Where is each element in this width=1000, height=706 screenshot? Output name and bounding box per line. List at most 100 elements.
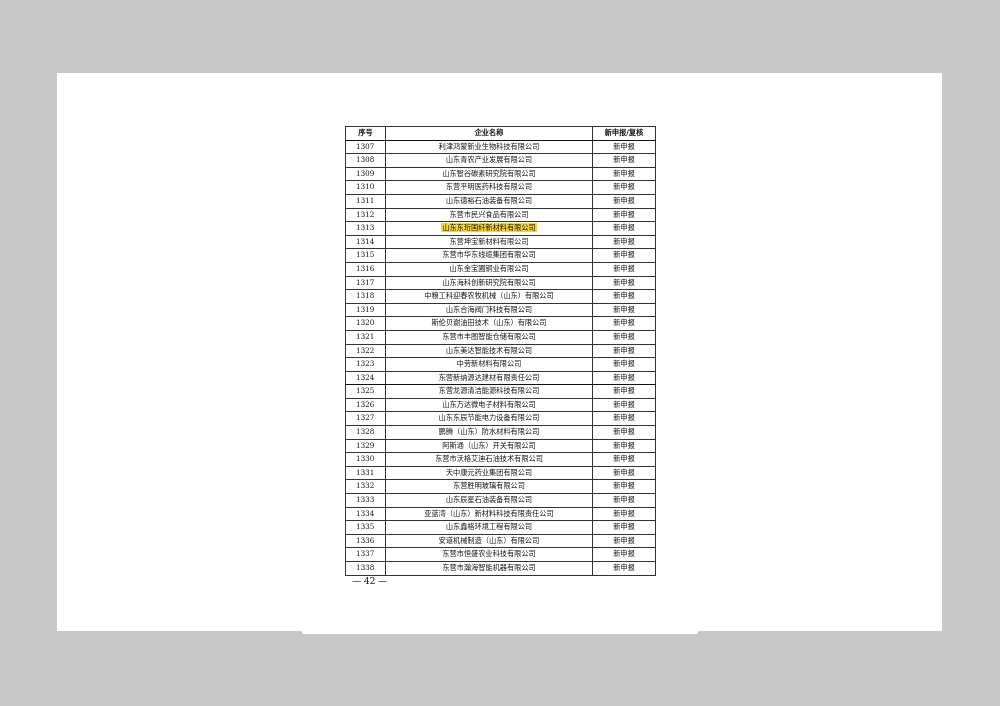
row-application-type: 新申报 — [592, 289, 656, 304]
row-company-name: 中劳新材料有限公司 — [385, 357, 593, 372]
row-application-type: 新申报 — [592, 302, 656, 318]
row-company-name: 东营市沃格艾迪石油技术有限公司 — [385, 452, 593, 467]
table-header-row: 序号 企业名称 新申报/复核 — [345, 126, 656, 141]
row-application-type: 新申报 — [592, 139, 656, 155]
row-company-name: 斯伦贝谢油田技术（山东）有限公司 — [385, 316, 593, 331]
row-serial-number: 1326 — [345, 397, 386, 413]
page-number: — 42 — — [352, 577, 388, 587]
row-company-name: 山东万达微电子材料有限公司 — [385, 397, 593, 413]
row-application-type: 新申报 — [592, 329, 656, 345]
row-application-type: 新申报 — [592, 425, 656, 440]
row-serial-number: 1334 — [345, 506, 386, 522]
row-company-name: 安道机械制造（山东）有限公司 — [385, 533, 593, 549]
row-serial-number: 1338 — [345, 561, 386, 576]
row-application-type: 新申报 — [592, 384, 656, 399]
row-application-type: 新申报 — [592, 316, 656, 331]
row-serial-number: 1312 — [345, 207, 386, 223]
row-serial-number: 1327 — [345, 411, 386, 427]
row-application-type: 新申报 — [592, 397, 656, 413]
row-application-type: 新申报 — [592, 506, 656, 522]
row-serial-number: 1309 — [345, 166, 386, 182]
row-company-name: 山东鑫格环境工程有限公司 — [385, 520, 593, 535]
row-application-type: 新申报 — [592, 493, 656, 508]
row-application-type: 新申报 — [592, 343, 656, 359]
row-application-type: 新申报 — [592, 520, 656, 535]
row-serial-number: 1336 — [345, 533, 386, 549]
row-company-name: 山东东辰节能电力设备有限公司 — [385, 411, 593, 427]
row-serial-number: 1315 — [345, 248, 386, 263]
row-company-name: 山东青农产业发展有限公司 — [385, 153, 593, 168]
row-serial-number: 1330 — [345, 452, 386, 467]
row-serial-number: 1329 — [345, 438, 386, 454]
row-application-type: 新申报 — [592, 438, 656, 454]
row-company-name: 山东德裕石油装备有限公司 — [385, 193, 593, 209]
header-serial-number: 序号 — [345, 126, 386, 141]
row-company-name: 东营新纳源达建材有限责任公司 — [385, 370, 593, 386]
row-company-name: 山东辰星石油装备有限公司 — [385, 493, 593, 508]
highlighted-company-name: 山东东珩国纤新材料有限公司 — [441, 223, 537, 233]
row-application-type: 新申报 — [592, 234, 656, 250]
row-company-name: 东营市民兴食品有限公司 — [385, 207, 593, 223]
row-serial-number: 1325 — [345, 384, 386, 399]
row-company-name: 东营胜明玻璃有限公司 — [385, 479, 593, 495]
row-serial-number: 1328 — [345, 425, 386, 440]
row-application-type: 新申报 — [592, 193, 656, 209]
row-application-type: 新申报 — [592, 221, 656, 236]
row-application-type: 新申报 — [592, 479, 656, 495]
row-serial-number: 1321 — [345, 329, 386, 345]
row-application-type: 新申报 — [592, 547, 656, 562]
row-serial-number: 1308 — [345, 153, 386, 168]
row-company-name: 东营市瀚海智能机器有限公司 — [385, 561, 593, 576]
row-company-name: 山东金宝圃铜业有限公司 — [385, 261, 593, 277]
row-application-type: 新申报 — [592, 357, 656, 372]
row-company-name: 东营市恒盛农业科技有限公司 — [385, 547, 593, 562]
row-application-type: 新申报 — [592, 370, 656, 386]
row-serial-number: 1335 — [345, 520, 386, 535]
row-serial-number: 1332 — [345, 479, 386, 495]
row-company-name: 东营市丰图智能仓储有限公司 — [385, 329, 593, 345]
row-serial-number: 1317 — [345, 275, 386, 291]
row-serial-number: 1323 — [345, 357, 386, 372]
row-application-type: 新申报 — [592, 452, 656, 467]
row-serial-number: 1319 — [345, 302, 386, 318]
page-bottom-tab — [302, 629, 698, 634]
header-company-name: 企业名称 — [385, 126, 593, 141]
row-serial-number: 1320 — [345, 316, 386, 331]
row-company-name: 山东智谷碳素研究院有限公司 — [385, 166, 593, 182]
row-company-name: 亚蓝湾（山东）新材料科技有限责任公司 — [385, 506, 593, 522]
row-application-type: 新申报 — [592, 261, 656, 277]
row-application-type: 新申报 — [592, 207, 656, 223]
row-application-type: 新申报 — [592, 275, 656, 291]
header-application-type: 新申报/复核 — [592, 126, 656, 141]
row-company-name: 天中康元药业集团有限公司 — [385, 465, 593, 481]
row-serial-number: 1322 — [345, 343, 386, 359]
row-company-name: 鹏腾（山东）防水材料有限公司 — [385, 425, 593, 440]
row-company-name: 利津鸿蒙新业生物科技有限公司 — [385, 139, 593, 155]
row-serial-number: 1337 — [345, 547, 386, 562]
